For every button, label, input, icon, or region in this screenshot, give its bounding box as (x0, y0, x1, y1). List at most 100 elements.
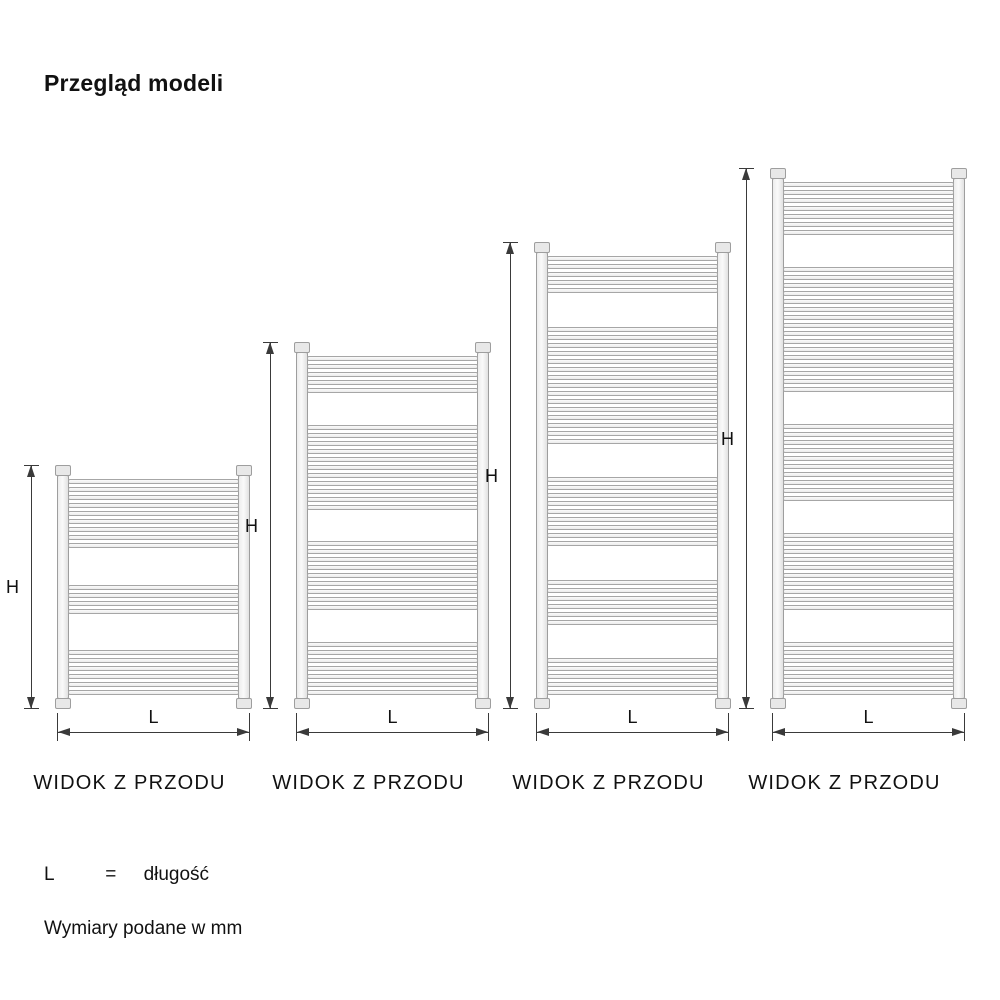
bottom-pipe-cap (715, 698, 731, 709)
radiator-rung (783, 496, 954, 501)
length-arrow-right (237, 728, 249, 736)
radiator-rung (307, 549, 478, 555)
radiator-rung (307, 605, 478, 611)
radiator-rung (783, 206, 954, 211)
radiator-rung (547, 390, 718, 396)
radiator-rung (68, 495, 239, 500)
length-dimension-line (57, 732, 250, 733)
length-ext-line-right (964, 713, 965, 741)
right-collector-tube (717, 252, 729, 699)
radiator-rung (68, 592, 239, 598)
height-arrow-down (27, 697, 35, 709)
radiator-rung (307, 464, 478, 470)
radiator-rung (307, 356, 478, 361)
height-dimension-line (31, 465, 32, 709)
top-pipe-cap (55, 465, 71, 476)
radiator-rung (783, 456, 954, 461)
radiator-rung (547, 398, 718, 404)
radiator-rung (307, 573, 478, 579)
radiator-rung (307, 557, 478, 563)
height-arrow-up (506, 242, 514, 254)
length-ext-line-left (57, 713, 58, 741)
radiator-rung (783, 355, 954, 360)
page-title: Przegląd modeli (44, 70, 224, 96)
front-view-caption: WIDOK Z PRZODU (748, 772, 941, 794)
radiator-rung (68, 535, 239, 540)
radiator-rung (783, 666, 954, 671)
length-ext-line-left (772, 713, 773, 741)
radiator-rung (783, 488, 954, 493)
radiator-rung (547, 682, 718, 687)
radiator-rung (783, 299, 954, 304)
radiator-rung (783, 363, 954, 368)
radiator-rung (68, 608, 239, 614)
radiator-rung (547, 326, 718, 332)
length-ext-line-right (249, 713, 250, 741)
length-dimension-line (772, 732, 965, 733)
front-view-caption: WIDOK Z PRZODU (33, 772, 226, 794)
radiator-rung (783, 283, 954, 288)
radiator-rung (783, 182, 954, 187)
radiator-rung (68, 527, 239, 532)
right-collector-tube (238, 475, 250, 699)
top-pipe-cap (951, 168, 967, 179)
height-dimension-line (270, 342, 271, 709)
radiator-rung (783, 371, 954, 376)
radiator-rung (68, 503, 239, 508)
height-arrow-up (27, 465, 35, 477)
radiator-rung (547, 264, 718, 269)
length-dimension-label: L (863, 707, 874, 727)
bottom-pipe-cap (770, 698, 786, 709)
radiator-rung (307, 472, 478, 478)
radiator-rung (547, 288, 718, 293)
radiator-rung (783, 448, 954, 453)
top-pipe-cap (294, 342, 310, 353)
radiator-rung (783, 267, 954, 272)
radiator-rung (68, 690, 239, 695)
radiator-rung (68, 666, 239, 671)
radiator-rung (547, 595, 718, 601)
radiator-rung (783, 682, 954, 687)
bottom-pipe-cap (475, 698, 491, 709)
radiator-rung (783, 480, 954, 485)
left-collector-tube (536, 252, 548, 699)
radiator-rung (783, 549, 954, 554)
legend-equals: = (105, 864, 117, 885)
radiator-rung (783, 291, 954, 296)
radiator-rung (783, 589, 954, 594)
radiator-rung (783, 472, 954, 477)
radiator-rung (307, 642, 478, 647)
height-dimension-label: H (6, 577, 19, 597)
left-collector-tube (772, 178, 784, 699)
length-arrow-left (297, 728, 309, 736)
length-ext-line-left (536, 713, 537, 741)
top-pipe-cap (236, 465, 252, 476)
bottom-pipe-cap (294, 698, 310, 709)
radiator-rung (307, 504, 478, 510)
legend-meaning: długość (143, 864, 210, 885)
radiator-rung (68, 479, 239, 484)
radiator-rung (547, 517, 718, 522)
right-collector-tube (953, 178, 965, 699)
bottom-pipe-cap (534, 698, 550, 709)
radiator-rung (68, 674, 239, 679)
radiator-rung (68, 511, 239, 516)
radiator-rung (307, 581, 478, 587)
radiator-rung (68, 658, 239, 663)
radiator-rung (783, 347, 954, 352)
height-dimension-label: H (485, 465, 498, 486)
radiator-rung (783, 565, 954, 570)
radiator-rung (547, 501, 718, 506)
radiator-rung (307, 496, 478, 502)
radiator-rung (783, 424, 954, 429)
top-pipe-cap (770, 168, 786, 179)
length-dimension-label: L (387, 707, 398, 727)
right-collector-tube (477, 352, 489, 699)
radiator-rung (547, 533, 718, 538)
radiator-rung (68, 487, 239, 492)
radiator-rung (307, 456, 478, 462)
radiator-rung (547, 611, 718, 617)
radiator-rung (783, 440, 954, 445)
radiator-rung (307, 432, 478, 438)
